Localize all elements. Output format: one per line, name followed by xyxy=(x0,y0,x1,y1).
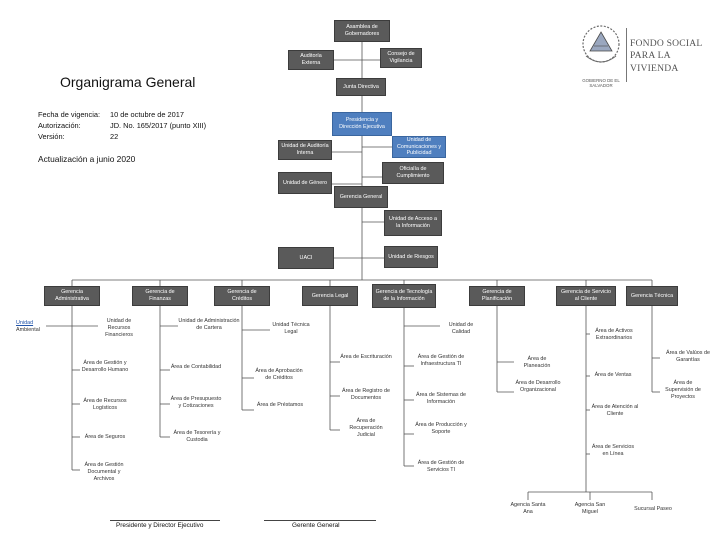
unit-ambiental-text: Ambiental xyxy=(16,326,40,333)
unit-prestamos: Área de Préstamos xyxy=(256,402,304,408)
node-asamblea: Asamblea de Gobernadores xyxy=(334,20,390,42)
unit-infraestructura: Área de Gestión de Infraestructura TI xyxy=(417,354,465,367)
unit-gestion-servicios-ti: Área de Gestión de Servicios TI xyxy=(417,460,465,473)
signature-line-gerente xyxy=(264,520,376,521)
logo-wordmark: FONDO SOCIAL PARA LA VIVIENDA xyxy=(630,38,720,75)
node-uaci: UACI xyxy=(278,247,334,269)
unit-aprobacion: Área de Aprobación de Créditos xyxy=(255,368,303,381)
node-riesgos: Unidad de Riesgos xyxy=(384,246,438,268)
unit-recuperacion: Área de Recuperación Judicial xyxy=(349,418,383,438)
unit-produccion: Área de Producción y Soporte xyxy=(415,422,467,435)
page-title: Organigrama General xyxy=(60,74,196,90)
node-auditoria-externa: Auditoría Externa xyxy=(288,50,334,70)
unit-agencia-san-miguel: Agencia San Miguel xyxy=(574,502,606,515)
meta-label: Autorización: xyxy=(38,121,81,130)
unit-tecnica-legal: Unidad Técnica Legal xyxy=(272,322,310,335)
unit-recursos-financieros: Unidad de Recursos Financieros xyxy=(105,318,133,338)
unit-supervision: Área de Supervisión de Proyectos xyxy=(665,380,701,400)
update-note: Actualización a junio 2020 xyxy=(38,154,136,164)
unit-sistemas-informacion: Área de Sistemas de Información xyxy=(415,392,467,405)
fsv-logo xyxy=(576,20,716,90)
meta-row-autorizacion: Autorización: JD. No. 165/2017 (punto XI… xyxy=(38,121,206,130)
unit-atencion-cliente: Área de Atención al Cliente xyxy=(591,404,639,417)
unit-sucursal-paseo: Sucursal Paseo xyxy=(634,506,672,512)
node-gerencia-planificacion: Gerencia de Planificación xyxy=(469,286,525,306)
meta-value: 10 de octubre de 2017 xyxy=(110,110,184,119)
node-gerencia-finanzas: Gerencia de Finanzas xyxy=(132,286,188,306)
unit-recursos-logisticos: Área de Recursos Logísticos xyxy=(83,398,127,411)
unit-planeacion: Área de Planeación xyxy=(523,356,551,369)
node-gerencia-creditos: Gerencia de Créditos xyxy=(214,286,270,306)
unit-registro-documentos: Área de Registro de Documentos xyxy=(342,388,390,401)
node-auditoria-interna: Unidad de Auditoría Interna xyxy=(278,140,332,160)
unit-gestion-documental: Área de Gestión Documental y Archivos xyxy=(84,462,124,482)
node-comunicaciones: Unidad de Comunicaciones y Publicidad xyxy=(392,136,446,158)
coat-of-arms-icon xyxy=(582,25,620,63)
unit-escrituracion: Área de Escrituración xyxy=(340,354,392,360)
unit-ventas: Área de Ventas xyxy=(594,372,632,378)
unit-servicios-linea: Área de Servicios en Línea xyxy=(591,444,635,457)
signature-line-presidente xyxy=(110,520,220,521)
unit-admin-cartera: Unidad de Administración de Cartera xyxy=(178,318,240,331)
node-genero: Unidad de Género xyxy=(278,172,332,194)
node-gerencia-administrativa: Gerencia Administrativa xyxy=(44,286,100,306)
unit-contabilidad: Área de Contabilidad xyxy=(170,364,222,370)
meta-label: Versión: xyxy=(38,132,65,141)
node-gerencia-general: Gerencia General xyxy=(334,186,388,208)
logo-line-1: FONDO SOCIAL xyxy=(630,38,703,49)
unit-calidad: Unidad de Calidad xyxy=(448,322,474,335)
unit-ambiental-link[interactable]: Unidad xyxy=(16,320,34,326)
unit-desarrollo-organizacional: Área de Desarrollo Organizacional xyxy=(515,380,561,393)
unit-agencia-santa-ana: Agencia Santa Ana xyxy=(510,502,546,515)
unit-seguros: Área de Seguros xyxy=(84,434,126,440)
node-acceso-informacion: Unidad de Acceso a la Información xyxy=(384,210,442,236)
unit-tesoreria: Área de Tesorería y Custodia xyxy=(173,430,221,443)
meta-row-vigencia: Fecha de vigencia: 10 de octubre de 2017 xyxy=(38,110,184,119)
signature-gerente: Gerente General xyxy=(292,522,340,529)
unit-gestion-rrhh: Área de Gestión y Desarrollo Humano xyxy=(81,360,129,373)
unit-presupuesto: Área de Presupuesto y Cotizaciones xyxy=(170,396,222,409)
logo-government: GOBIERNO DE EL SALVADOR xyxy=(582,78,620,89)
node-presidencia: Presidencia y Dirección Ejecutiva xyxy=(332,112,392,136)
unit-activos: Área de Activos Extraordinarios xyxy=(595,328,633,341)
signature-presidente: Presidente y Director Ejecutivo xyxy=(116,522,204,529)
meta-label: Fecha de vigencia: xyxy=(38,110,101,119)
node-gerencia-tecnica: Gerencia Técnica xyxy=(626,286,678,306)
unit-ambiental: Unidad Ambiental xyxy=(16,320,48,334)
node-junta-directiva: Junta Directiva xyxy=(336,78,386,96)
meta-value: 22 xyxy=(110,132,119,141)
unit-avaluos: Área de Valúos de Garantías xyxy=(666,350,710,363)
node-oficialia-cumplimiento: Oficialía de Cumplimiento xyxy=(382,162,444,184)
node-gerencia-tecnologia: Gerencia de Tecnología de la Información xyxy=(372,284,436,308)
node-gerencia-legal: Gerencia Legal xyxy=(302,286,358,306)
meta-value: JD. No. 165/2017 (punto XIII) xyxy=(110,121,207,130)
meta-row-version: Versión: 22 xyxy=(38,132,118,141)
node-consejo-vigilancia: Consejo de Vigilancia xyxy=(380,48,422,68)
logo-line-2: PARA LA VIVIENDA xyxy=(630,50,679,74)
node-gerencia-servicio-cliente: Gerencia de Servicio al Cliente xyxy=(556,286,616,306)
